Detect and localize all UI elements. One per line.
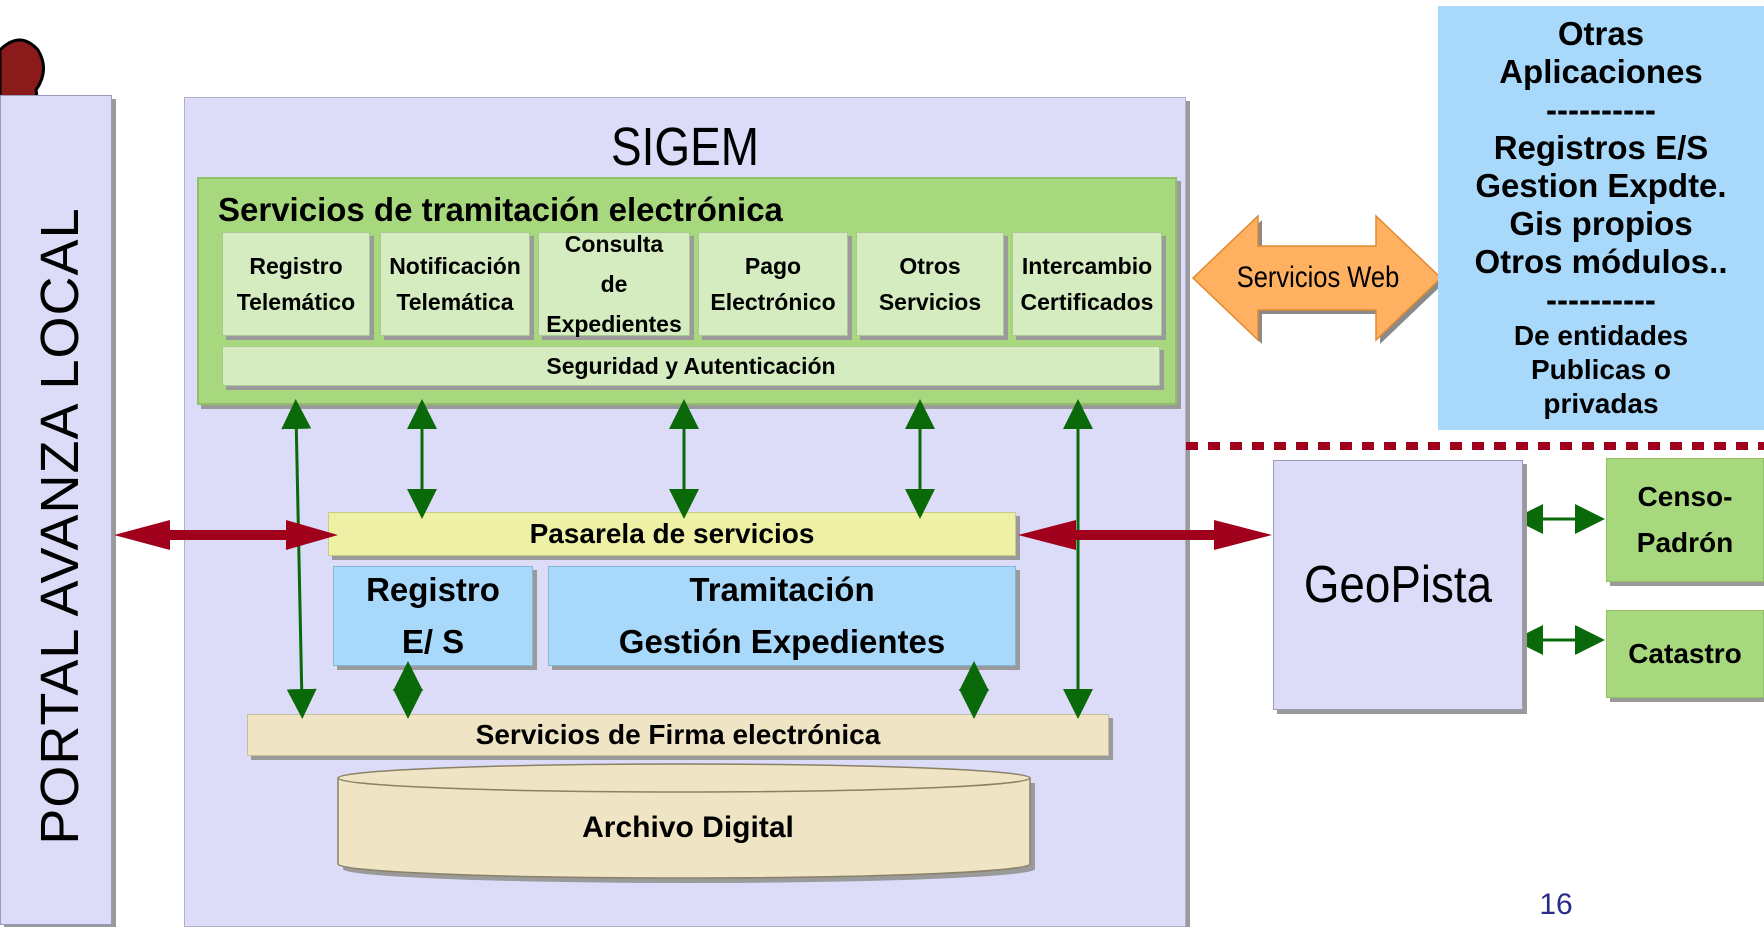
red-double-arrows bbox=[114, 520, 1272, 550]
geopista-box: GeoPista bbox=[1273, 460, 1523, 710]
censo-padron-box: Censo-Padrón bbox=[1606, 458, 1764, 582]
archivo-digital-cylinder bbox=[337, 763, 1035, 883]
geopista-label: GeoPista bbox=[1303, 556, 1493, 614]
sigem-title: SIGEM bbox=[611, 117, 759, 177]
firma-electronica: Servicios de Firma electrónica bbox=[247, 714, 1109, 756]
portal-panel bbox=[0, 95, 112, 925]
green-vertical-arrows bbox=[281, 399, 1605, 719]
servicios-web-label: Servicios Web bbox=[1236, 261, 1400, 294]
otras-aplicaciones-box: Otras Aplicaciones ---------- Registros … bbox=[1438, 6, 1764, 430]
tramitacion-electronica-title: Servicios de tramitación electrónica bbox=[218, 191, 783, 228]
seguridad-autenticacion: Seguridad y Autenticación bbox=[222, 346, 1160, 386]
pasarela-servicios: Pasarela de servicios bbox=[328, 512, 1016, 556]
servicios-web-arrow bbox=[1191, 214, 1445, 344]
archivo-digital-label: Archivo Digital bbox=[582, 811, 794, 844]
catastro-box: Catastro bbox=[1606, 610, 1764, 698]
page-number: 16 bbox=[1539, 888, 1573, 921]
